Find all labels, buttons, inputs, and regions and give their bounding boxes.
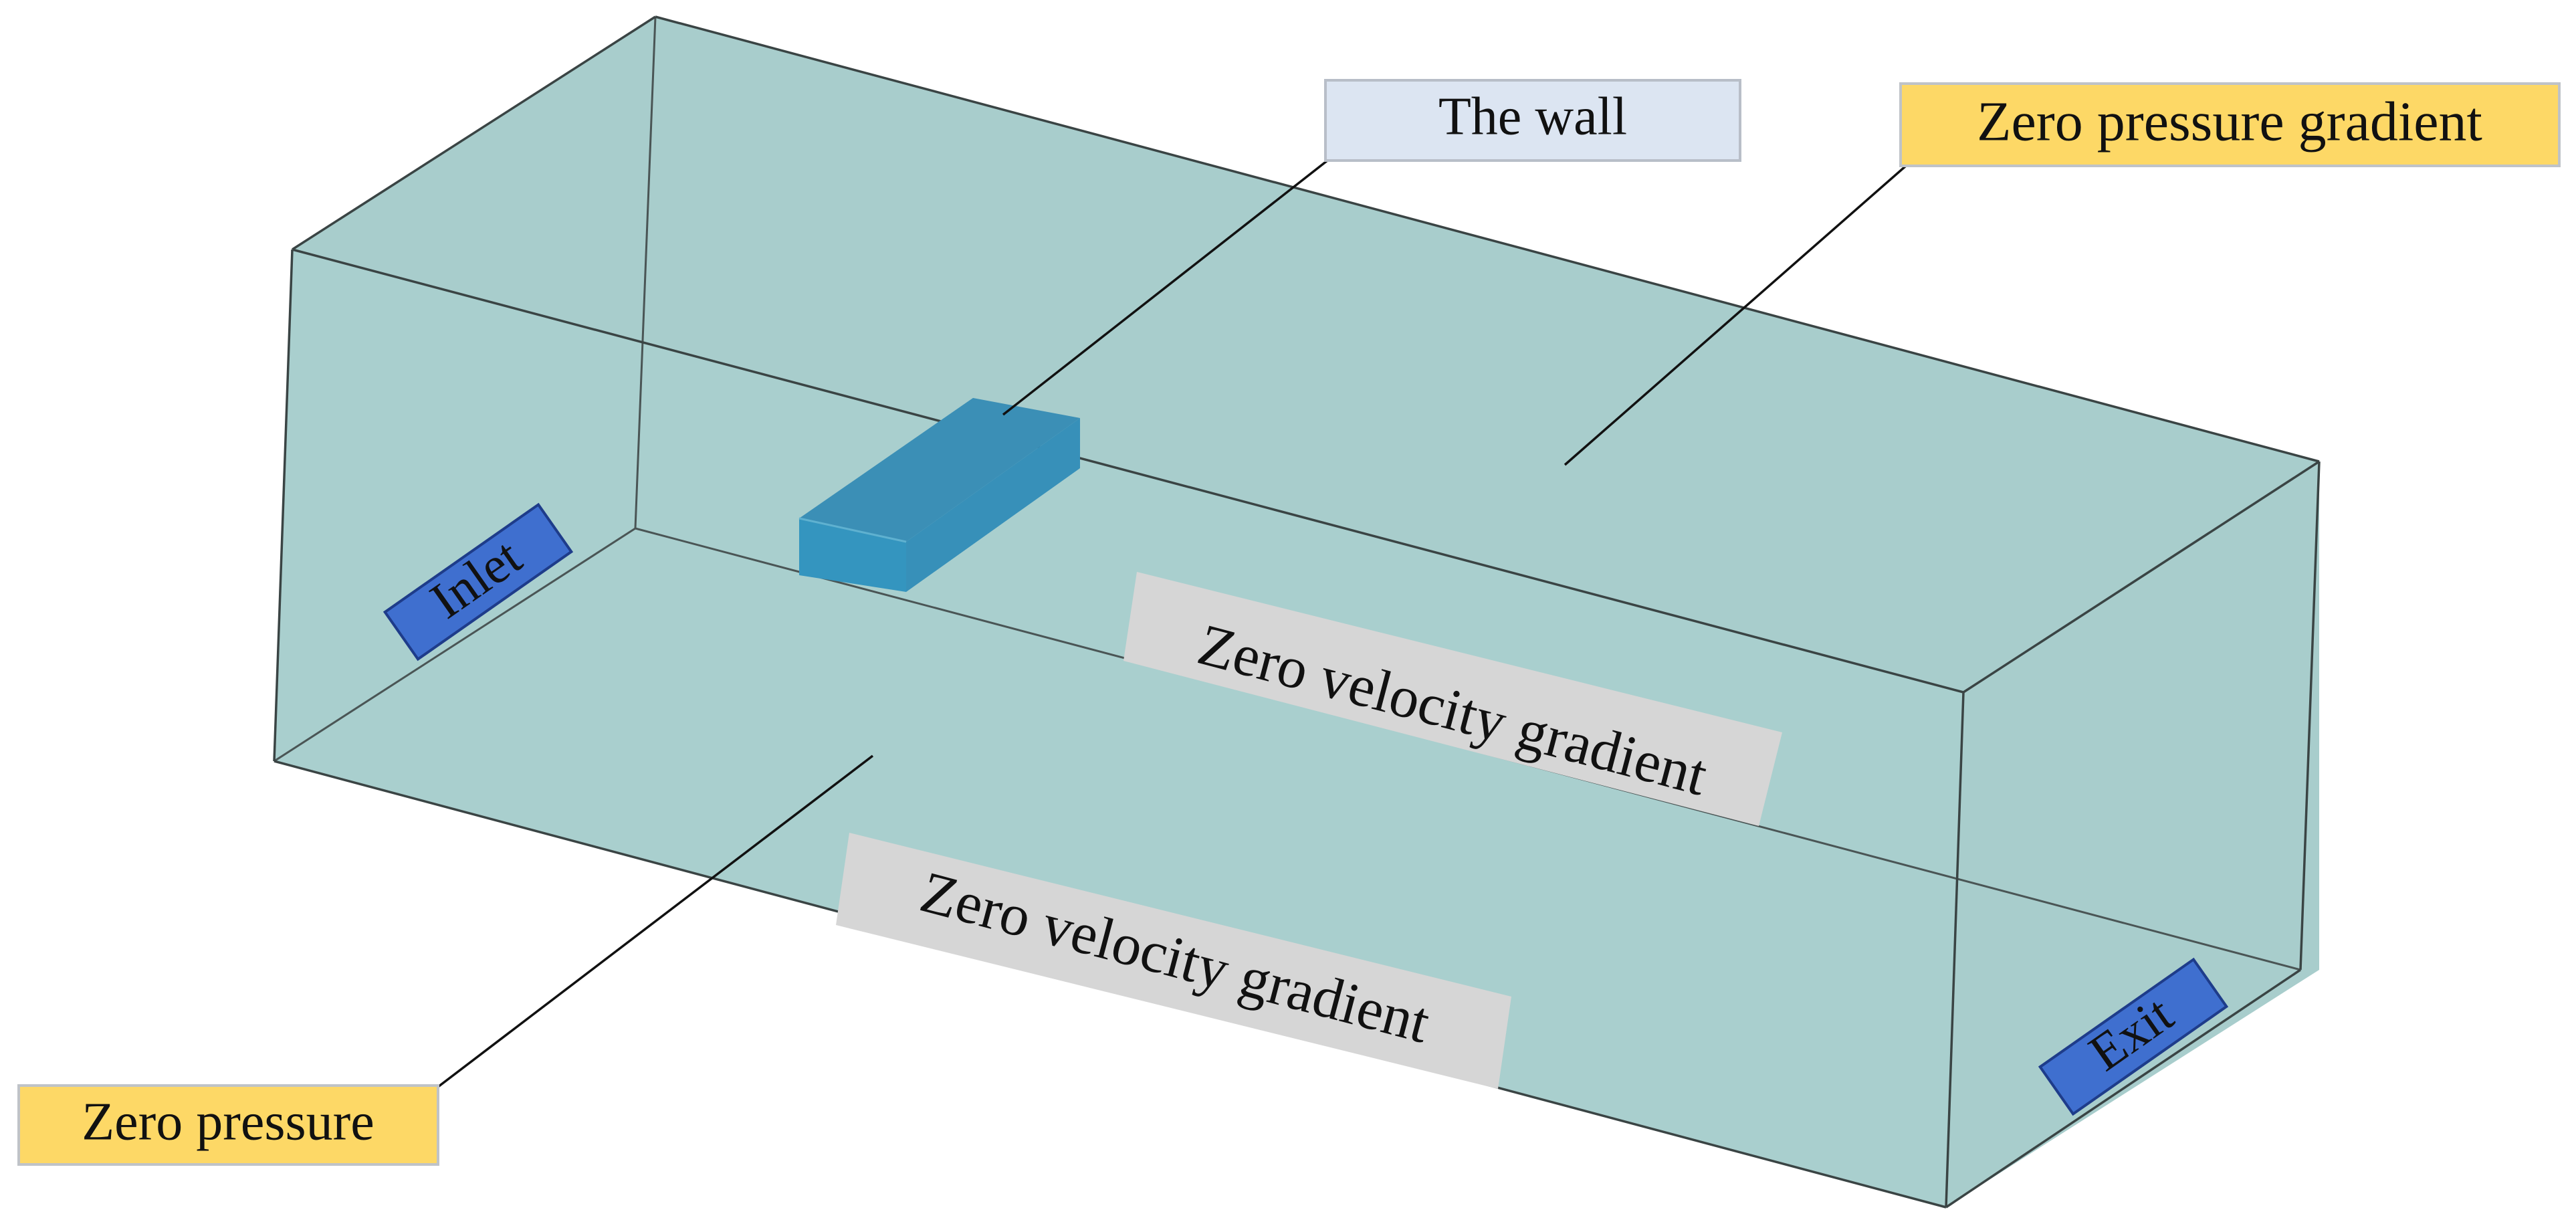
wall-right-face [906,418,1080,592]
wall-obstacle [798,398,1080,592]
back-boundary-patch [1123,572,1782,826]
top-boundary-text: Zero pressure gradient [1977,90,2482,152]
front-face [274,249,1963,1207]
bottom-boundary-text: Zero pressure [82,1092,374,1151]
wall-callout-text: The wall [1438,87,1627,146]
leader-bottom [437,754,874,1088]
bottom-boundary-callout: Zero pressure [17,1084,439,1166]
leader-top [1564,165,1907,466]
leader-lines [437,159,1907,1088]
visible-edges [273,15,2321,1209]
top-boundary-callout: Zero pressure gradient [1899,82,2561,167]
wall-callout: The wall [1324,79,1741,162]
leader-wall [1002,159,1329,416]
front-boundary-patch [836,833,1511,1089]
wall-top-face [799,398,1080,542]
